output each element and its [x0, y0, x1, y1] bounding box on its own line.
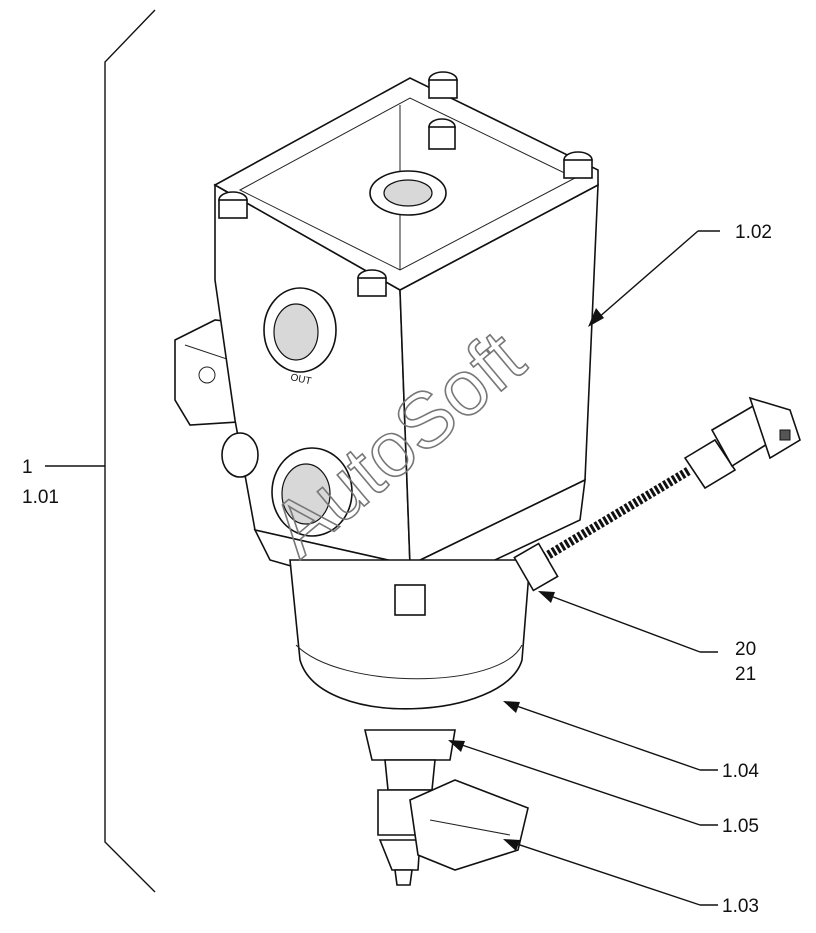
leader-lines	[448, 230, 720, 906]
filter-bowl	[289, 559, 531, 791]
callout-21: 21	[735, 664, 756, 685]
callout-1-04: 1.04	[722, 761, 759, 782]
bolt-set	[218, 71, 593, 297]
callout-1-05: 1.05	[722, 816, 759, 837]
callout-1: 1	[22, 457, 33, 478]
callout-20: 20	[735, 639, 756, 660]
port-fittings	[221, 287, 353, 537]
callout-1-03: 1.03	[722, 896, 759, 917]
callout-1-01: 1.01	[22, 487, 59, 508]
filter-housing: OUT	[174, 71, 599, 601]
drain-valve	[377, 779, 529, 886]
callout-1-02: 1.02	[735, 222, 772, 243]
sensor-cable	[513, 396, 801, 592]
port-label-out: OUT	[289, 372, 312, 387]
assembly-bracket	[45, 9, 156, 893]
